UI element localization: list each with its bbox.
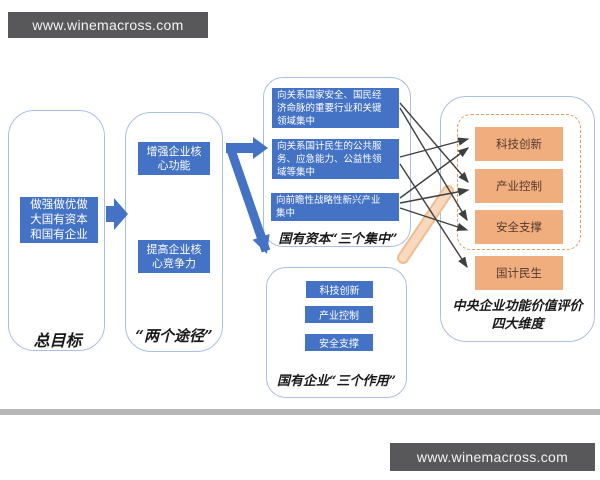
paths-box-improve: 提高企业核 心竞争力 [138, 240, 210, 273]
concentration-box-3: 向前瞻性战略性新兴产业 集中 [271, 193, 399, 221]
roles-box-security: 安全支撑 [305, 334, 373, 351]
dimension-box-livelihood: 国计民生 [475, 256, 563, 290]
arrow-paths-to-concentration [226, 137, 268, 159]
concentration-box-line: 向关系国家安全、国民经 [277, 89, 382, 101]
roles-group-label: 国有企业“三个作用” [277, 374, 396, 389]
goal-group-outline [8, 110, 105, 351]
roles-box-tech: 科技创新 [306, 281, 373, 298]
paths-box-line: 增强企业核 [146, 145, 202, 158]
concentration-box-line: 济命脉的重要行业和关键 [277, 102, 382, 114]
goal-group-label: 总目标 [33, 331, 82, 350]
watermark-bottom: www.winemacross.com [390, 443, 595, 471]
concentration-box-line: 务、应急能力、公益性领 [277, 153, 382, 165]
dimensions-label-line: 四大维度 [491, 317, 544, 332]
paths-group-label: “两个途径” [135, 327, 213, 345]
goal-box: 做强做优做 大国有资本 和国有企业 [20, 197, 98, 243]
dimension-box-tech: 科技创新 [475, 127, 563, 161]
divider-line [0, 409, 600, 415]
paths-group-outline [125, 112, 223, 352]
roles-group-outline [266, 267, 407, 398]
dimension-box-security: 安全支撑 [475, 210, 563, 244]
concentration-box-2: 向关系国计民生的公共服 务、应急能力、公益性领 域等集中 [272, 139, 399, 179]
paths-box-line: 提高企业核 [146, 243, 202, 256]
concentration-group-label: 国有资本“三个集中” [278, 232, 398, 247]
goal-box-line: 和国有企业 [30, 228, 88, 241]
watermark-top: www.winemacross.com [8, 12, 208, 38]
paths-box-line: 心竞争力 [152, 257, 196, 270]
roles-box-industry: 产业控制 [305, 306, 373, 323]
dimensions-label-line: 中央企业功能价值评价 [452, 299, 583, 314]
concentration-box-line: 向前瞻性战略性新兴产业 [276, 195, 381, 206]
dimension-box-industry: 产业控制 [475, 169, 563, 203]
paths-box-strengthen: 增强企业核 心功能 [138, 142, 210, 175]
concentration-box-line: 向关系国计民生的公共服 [277, 140, 382, 152]
concentration-box-line: 集中 [276, 208, 296, 219]
arrow-paths-to-roles [226, 148, 271, 254]
concentration-box-line: 域等集中 [277, 166, 316, 178]
paths-box-line: 心功能 [157, 159, 191, 172]
concentration-box-line: 领域集中 [277, 115, 316, 127]
concentration-box-1: 向关系国家安全、国民经 济命脉的重要行业和关键 领域集中 [272, 88, 399, 128]
goal-box-line: 大国有资本 [30, 213, 88, 226]
dimensions-group-label: 中央企业功能价值评价 四大维度 [442, 298, 593, 334]
goal-box-line: 做强做优做 [30, 198, 88, 211]
